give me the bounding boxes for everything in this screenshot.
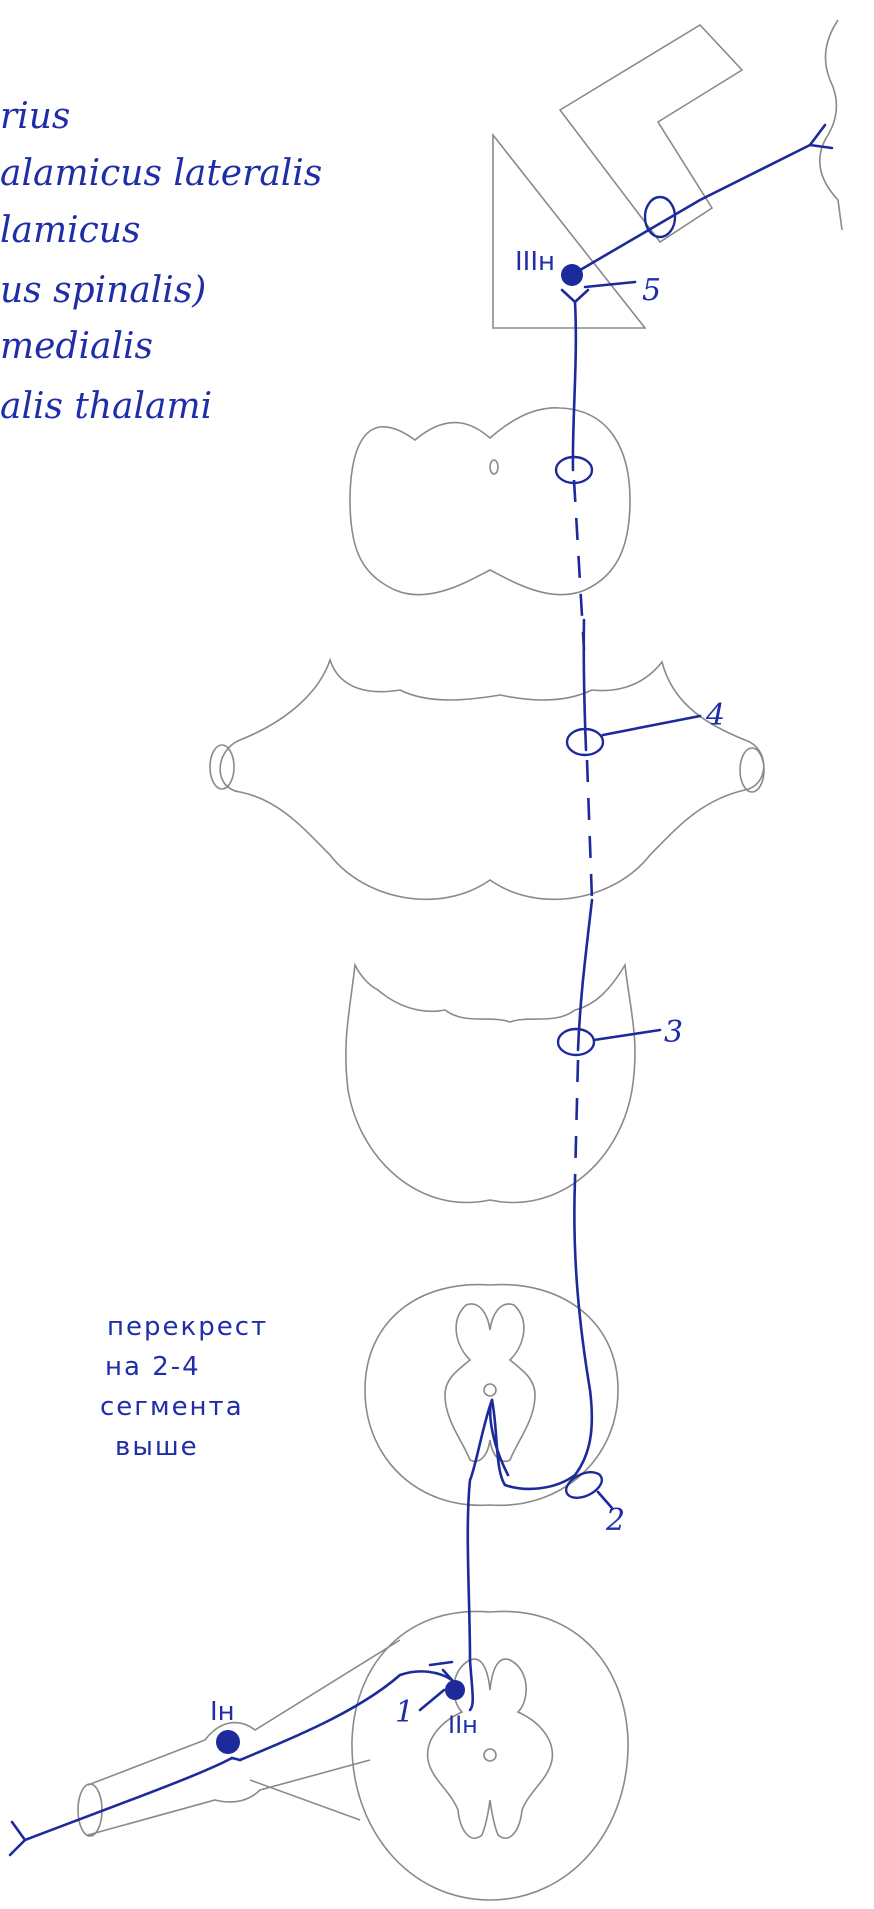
marker-3: 3 [664, 1015, 683, 1050]
lemniscus-dashed-3 [573, 1059, 580, 1181]
label-second-neuron: IIн [448, 1711, 478, 1739]
legend-line-6: alis thalami [0, 386, 212, 427]
spinothalamic-tract [490, 1178, 594, 1491]
lemniscus-solid-3 [576, 898, 594, 1052]
marker-1: 1 [395, 1695, 414, 1730]
note-line-3: сегмента [100, 1392, 244, 1422]
lemniscus-dashed-1 [572, 479, 586, 651]
spinal-segment-lower [351, 1610, 629, 1901]
note-line-1: перекрест [107, 1312, 268, 1342]
cortex-bracket [558, 23, 744, 244]
first-neuron-soma [216, 1730, 240, 1754]
third-neuron-soma [561, 264, 583, 286]
thalamus-triangle [492, 132, 647, 329]
marker-2: 2 [605, 1503, 625, 1538]
legend-line-3: lamicus [0, 210, 140, 251]
legend-line-1: rius [0, 96, 70, 137]
ring-midbrain [554, 455, 594, 485]
leader-lines [418, 280, 702, 1712]
first-neuron-peripheral-process [23, 1756, 234, 1842]
central-canal-lower [483, 1748, 497, 1762]
lemniscus-dashed-2 [585, 759, 594, 901]
cortex-terminal [808, 123, 834, 150]
marker-4: 4 [705, 698, 725, 733]
spinal-lower-outline [351, 1610, 629, 1901]
central-canal-upper [483, 1383, 497, 1397]
medulla-section [345, 962, 636, 1204]
note-line-2: на 2-4 [105, 1352, 201, 1382]
leader-1 [418, 1688, 446, 1712]
ring-pons [565, 727, 605, 757]
decussation-fibre [466, 1398, 510, 1662]
third-neuron-axon [573, 143, 812, 275]
legend-line-4: us spinalis) [0, 270, 206, 311]
leader-3 [592, 1028, 662, 1042]
marker-5: 5 [642, 273, 661, 308]
pons-right-stub [739, 747, 765, 793]
legend-line-5: medialis [0, 326, 153, 367]
lemniscus-solid-1 [571, 300, 578, 472]
thalamus-cortex-block [492, 19, 843, 329]
second-neuron-axon [468, 1658, 475, 1712]
aqueduct [489, 459, 499, 475]
leader-5 [583, 280, 637, 289]
ring-cortex [643, 195, 677, 239]
spinal-segment-upper [364, 1283, 619, 1507]
pons-left-stub [209, 744, 235, 790]
cortex-edge [818, 19, 843, 231]
midbrain-section [349, 407, 631, 596]
legend-line-2: alamicus lateralis [0, 153, 322, 194]
ring-spinal [564, 1470, 604, 1500]
nerve-cut-end [77, 1783, 103, 1837]
spinal-lower-grey-matter [426, 1658, 554, 1839]
pons-section [219, 657, 765, 901]
thalamic-synapse [560, 288, 590, 304]
leader-2 [596, 1490, 614, 1510]
receptor-ending [8, 1820, 27, 1857]
second-neuron-soma [445, 1680, 465, 1700]
leader-4 [601, 714, 702, 737]
decussation-note: перекрест на 2-4 сегмента выше [100, 1312, 268, 1462]
label-first-neuron: Iн [210, 1697, 235, 1727]
spinal-upper-outline [364, 1283, 619, 1507]
pathway [8, 123, 834, 1857]
first-neuron-central-process [238, 1670, 454, 1762]
spinal-upper-grey-matter [444, 1303, 536, 1462]
legend: rius alamicus lateralis lamicus us spina… [0, 96, 322, 427]
first-neuron-stem [230, 1756, 242, 1762]
lemniscus-solid-2 [582, 618, 588, 752]
label-third-neuron: IIIн [515, 247, 555, 277]
spinal-nerve-outline [87, 1639, 401, 1836]
ring-medulla [556, 1027, 596, 1057]
note-line-4: выше [115, 1432, 199, 1462]
